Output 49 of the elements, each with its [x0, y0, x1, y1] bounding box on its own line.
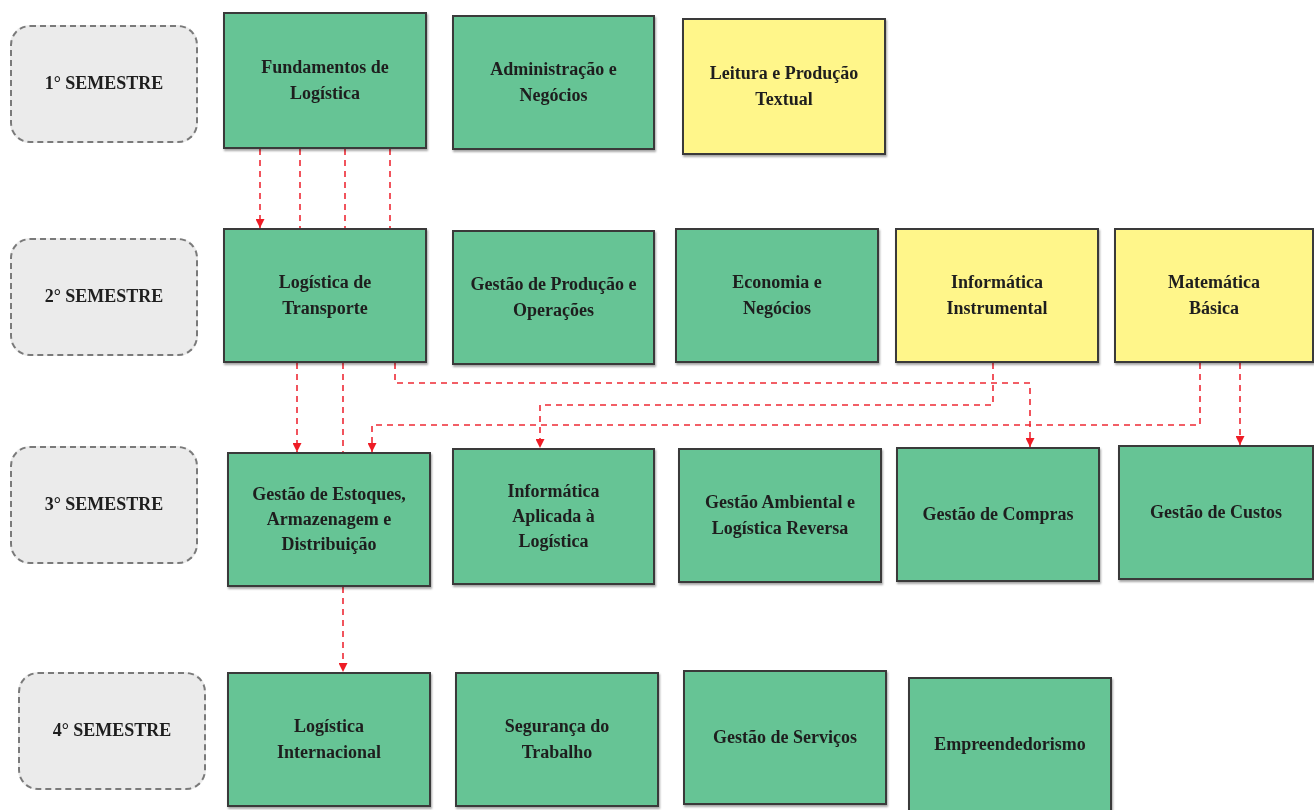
semester-label-box	[10, 446, 198, 564]
course-name: Economia e Negócios	[731, 271, 823, 320]
course-box	[682, 18, 886, 155]
dashed-arrow	[394, 362, 1035, 448]
course-name: Leitura e Produção Textual	[708, 62, 860, 111]
course-box	[223, 12, 427, 149]
course-name: 2° SEMESTRE	[44, 285, 164, 309]
course-name: Logística Internacional	[276, 715, 382, 764]
course-box	[452, 230, 655, 365]
course-name: 1° SEMESTRE	[44, 72, 164, 96]
course-box	[895, 228, 1099, 363]
dashed-arrow	[292, 362, 302, 453]
course-name: Informática Aplicada à Logística	[506, 479, 601, 554]
course-name: Administração e Negócios	[489, 58, 618, 107]
course-name: Gestão de Produção e Operações	[469, 273, 638, 322]
semester-label-box	[10, 238, 198, 356]
course-box	[908, 677, 1112, 810]
course-box	[896, 447, 1100, 582]
semester-label-box	[18, 672, 206, 790]
course-name: Informática Instrumental	[945, 271, 1049, 320]
course-name: Logística de Transporte	[277, 271, 373, 320]
dashed-arrow	[1235, 362, 1245, 446]
course-name: Matemática Básica	[1167, 271, 1261, 320]
course-box	[227, 672, 431, 807]
course-box	[455, 672, 659, 807]
dashed-arrow	[367, 362, 1201, 453]
course-name: Gestão de Estoques, Armazenagem e Distribuição	[251, 482, 407, 557]
course-box	[675, 228, 879, 363]
course-box	[1114, 228, 1314, 363]
course-name: Gestão de Serviços	[713, 725, 857, 749]
course-box	[452, 15, 655, 150]
course-box	[1118, 445, 1314, 580]
course-name: 3° SEMESTRE	[44, 493, 164, 517]
dashed-arrow	[535, 362, 994, 449]
semester-label-box	[10, 25, 198, 143]
course-name: Gestão de Custos	[1150, 500, 1282, 524]
course-name: Gestão de Compras	[922, 502, 1074, 526]
course-name: Fundamentos de Logística	[260, 56, 390, 105]
course-name: 4° SEMESTRE	[52, 719, 172, 743]
dashed-arrow	[338, 586, 348, 673]
course-box	[683, 670, 887, 805]
course-name: Empreendedorismo	[934, 732, 1086, 756]
course-box	[452, 448, 655, 585]
course-box	[678, 448, 882, 583]
course-name: Segurança do Trabalho	[503, 715, 611, 764]
course-box	[227, 452, 431, 587]
course-name: Gestão Ambiental e Logística Reversa	[704, 491, 856, 540]
dashed-arrow	[255, 148, 265, 229]
course-box	[223, 228, 427, 363]
